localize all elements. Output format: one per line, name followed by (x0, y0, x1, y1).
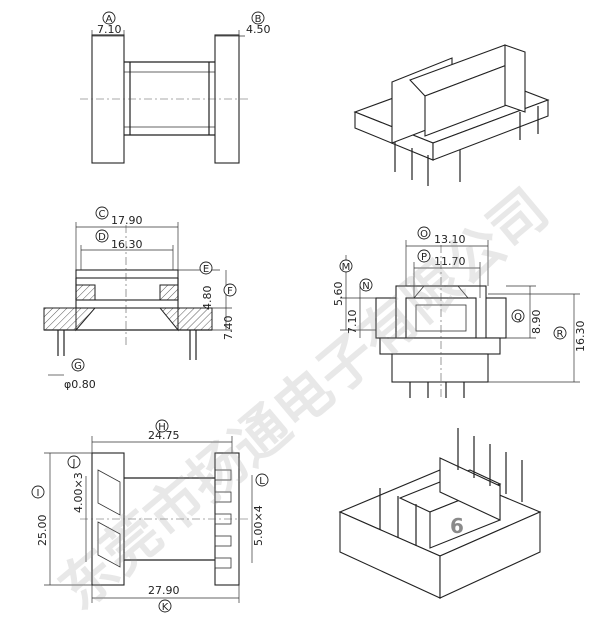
dim-o: O 13.10 (417, 226, 466, 246)
dim-g: G φ0.80 (64, 358, 96, 391)
dim-q-letter: Q (514, 312, 522, 323)
dim-q: Q 8.90 (511, 310, 543, 335)
dim-e: E 4.80 (199, 261, 214, 311)
dim-p: P 11.70 (417, 249, 466, 268)
dim-m: M 5.60 (332, 259, 353, 307)
dim-n-value: 7.10 (346, 310, 359, 335)
dim-k: K 27.90 (148, 584, 180, 613)
dim-o-letter: O (420, 229, 428, 240)
dim-o-value: 13.10 (434, 233, 466, 246)
front-view (340, 240, 580, 400)
dim-d-letter: D (98, 232, 106, 243)
dim-b: B 4.50 (246, 11, 271, 36)
dim-i-value: 25.00 (36, 515, 49, 547)
side-view (80, 30, 250, 164)
dim-g-letter: G (74, 361, 82, 372)
dim-l-letter: L (259, 476, 265, 487)
dim-f-value: 7.40 (222, 316, 235, 341)
dim-r-letter: R (557, 329, 564, 340)
dim-g-value: φ0.80 (64, 378, 96, 391)
dim-c: C 17.90 (95, 206, 143, 227)
dim-a-value: 7.10 (97, 23, 122, 36)
dim-d-value: 16.30 (111, 238, 143, 251)
dim-h-letter: H (158, 422, 166, 433)
dim-p-letter: P (421, 252, 427, 263)
dim-j-letter: J (72, 458, 76, 469)
dim-n-letter: N (362, 281, 369, 292)
dim-f: F 7.40 (222, 283, 237, 341)
dim-i: I 25.00 (31, 485, 49, 547)
dim-i-letter: I (37, 488, 40, 499)
dim-c-letter: C (99, 209, 106, 220)
dim-d: D 16.30 (95, 229, 143, 251)
bottom-view (44, 436, 253, 603)
dim-n: N 7.10 (346, 278, 373, 335)
dim-a-letter: A (106, 14, 113, 25)
section-view (43, 222, 232, 376)
badge-number: 6 (450, 514, 464, 538)
dim-k-value: 27.90 (148, 584, 180, 597)
dim-q-value: 8.90 (530, 310, 543, 335)
dim-r: R 16.30 (553, 321, 587, 353)
dim-m-value: 5.60 (332, 282, 345, 307)
dim-l-value: 5.00×4 (252, 505, 265, 546)
iso-view-top (353, 44, 550, 186)
dim-r-value: 16.30 (574, 321, 587, 353)
dim-f-letter: F (227, 286, 233, 297)
dim-j: J 4.00×3 (67, 455, 85, 513)
dim-p-value: 11.70 (434, 255, 466, 268)
dim-l: L 5.00×4 (252, 473, 269, 546)
view-badge: 6 (450, 514, 464, 538)
dim-e-value: 4.80 (201, 286, 214, 311)
dim-c-value: 17.90 (111, 214, 143, 227)
dim-j-value: 4.00×3 (72, 472, 85, 513)
dim-m-letter: M (342, 262, 351, 273)
dim-e-letter: E (203, 264, 209, 275)
dim-h: H 24.75 (148, 419, 180, 442)
dim-k-letter: K (162, 602, 169, 613)
dim-h-value: 24.75 (148, 429, 180, 442)
dim-a: A 7.10 (97, 11, 122, 36)
dim-b-value: 4.50 (246, 23, 271, 36)
dim-b-letter: B (255, 14, 262, 25)
iso-view-bottom (338, 428, 542, 599)
